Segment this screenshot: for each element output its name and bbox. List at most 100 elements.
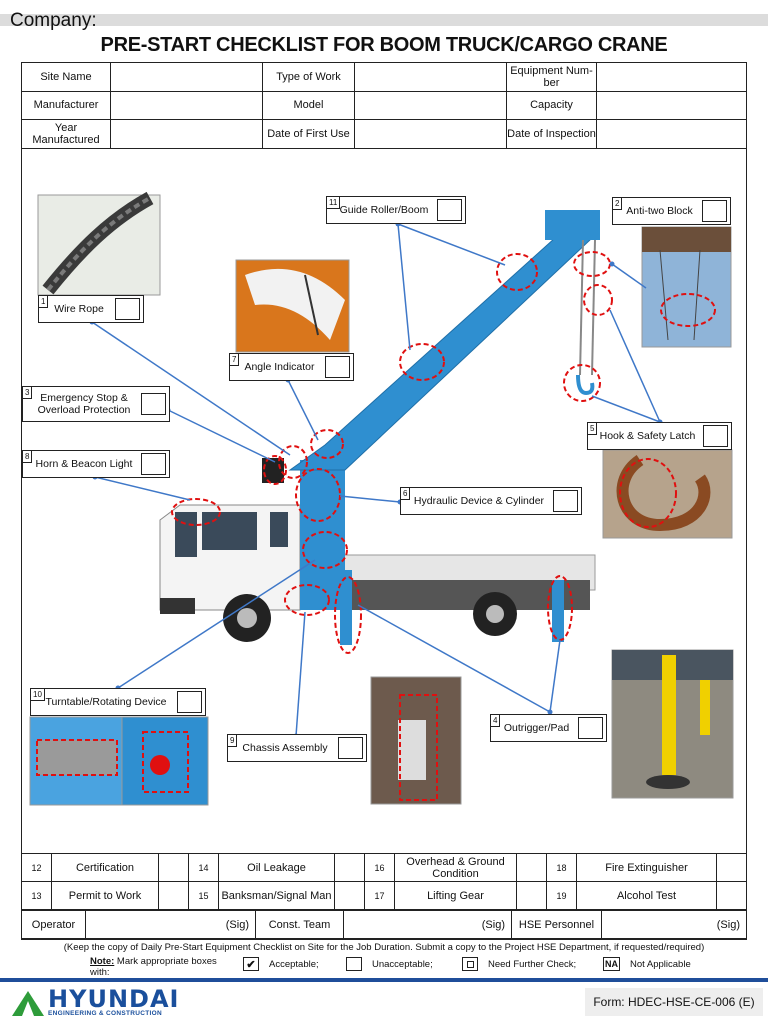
type-of-work-label: Type of Work (262, 62, 355, 92)
label-number: 11 (326, 196, 341, 209)
hydraulic-device-checkbox[interactable] (553, 490, 578, 512)
item-alcohol-test: Alcohol Test (576, 881, 717, 910)
company-label: Company: (10, 10, 97, 31)
truck-illustration (159, 210, 600, 645)
hyundai-logo: HYUNDAI ENGINEERING & CONSTRUCTION (10, 987, 179, 1017)
na-box-icon: NA (603, 957, 620, 971)
label-hydraulic-device: 6 Hydraulic Device & Cylinder (400, 487, 582, 515)
label-text: Guide Roller/Boom (339, 204, 429, 216)
note-bold: Note: (90, 956, 115, 967)
leader-lines (91, 223, 661, 737)
item-number: 17 (364, 881, 395, 910)
crane-diagram-area (22, 148, 746, 853)
label-guide-roller: 11 Guide Roller/Boom (326, 196, 466, 224)
empty-box-icon (346, 957, 362, 971)
item-fire-extinguisher: Fire Extinguisher (576, 853, 717, 882)
model-field[interactable] (354, 90, 507, 120)
fire-extinguisher-checkbox[interactable] (716, 853, 747, 882)
label-text: Turntable/Rotating Device (45, 696, 167, 708)
turntable-checkbox[interactable] (177, 691, 202, 713)
form-number: Form: HDEC-HSE-CE-006 (E) (585, 988, 763, 1016)
turntable-photo (29, 716, 209, 806)
item-number: 18 (546, 853, 577, 882)
chassis-photo (370, 676, 462, 805)
manufacturer-field[interactable] (110, 90, 263, 120)
alcohol-test-checkbox[interactable] (716, 881, 747, 910)
wire-rope-checkbox[interactable] (115, 298, 140, 320)
outrigger-checkbox[interactable] (578, 717, 603, 739)
date-inspection-field[interactable] (596, 119, 747, 149)
item-number: 16 (364, 853, 395, 882)
legend-acceptable: ✔ Acceptable; (243, 957, 319, 971)
label-anti-two-block: 2 Anti-two Block (612, 197, 731, 225)
label-text: Hook & Safety Latch (599, 430, 696, 442)
item-permit-to-work: Permit to Work (51, 881, 159, 910)
site-name-field[interactable] (110, 62, 263, 92)
banksman-checkbox[interactable] (334, 881, 365, 910)
legend-acceptable-text: Acceptable; (269, 958, 319, 970)
oil-leakage-checkbox[interactable] (334, 853, 365, 882)
label-number: 6 (400, 487, 411, 500)
label-wire-rope: 1 Wire Rope (38, 295, 144, 323)
label-text: Wire Rope (54, 303, 104, 315)
label-emergency-stop: 3 Emergency Stop & Overload Protection (22, 386, 170, 422)
logo-subtitle: ENGINEERING & CONSTRUCTION (48, 1010, 162, 1017)
additional-checklist-table: 12 Certification 14 Oil Leakage 16 Overh… (21, 853, 747, 910)
label-number: 2 (612, 197, 623, 210)
item-banksman: Banksman/Signal Man (218, 881, 335, 910)
overhead-ground-checkbox[interactable] (516, 853, 547, 882)
item-oil-leakage: Oil Leakage (218, 853, 335, 882)
year-manufactured-field[interactable] (110, 119, 263, 149)
permit-to-work-checkbox[interactable] (158, 881, 189, 910)
label-text: Hydraulic Device & Cylinder (413, 495, 545, 507)
legend-na-text: Not Applicable (630, 958, 691, 970)
chassis-assembly-checkbox[interactable] (338, 737, 363, 759)
label-chassis-assembly: 9 Chassis Assembly (227, 734, 367, 762)
label-turntable: 10 Turntable/Rotating Device (30, 688, 206, 716)
label-text: Emergency Stop & Overload Protection (37, 392, 131, 416)
leader-dots (89, 221, 663, 739)
hse-signature-field[interactable]: (Sig) (601, 910, 747, 940)
item-number: 13 (21, 881, 52, 910)
equipment-number-field[interactable] (596, 62, 747, 92)
label-angle-indicator: 7 Angle Indicator (229, 353, 354, 381)
angle-indicator-photo (235, 259, 350, 353)
emergency-stop-checkbox[interactable] (141, 393, 166, 415)
check-icon: ✔ (243, 957, 259, 971)
anti-two-block-photo (641, 226, 732, 348)
page-title: PRE-START CHECKLIST FOR BOOM TRUCK/CARGO… (100, 34, 668, 56)
label-number: 1 (38, 295, 49, 308)
const-team-label: Const. Team (255, 910, 344, 940)
certification-checkbox[interactable] (158, 853, 189, 882)
type-of-work-field[interactable] (354, 62, 507, 92)
item-number: 15 (188, 881, 219, 910)
operator-label: Operator (21, 910, 86, 940)
date-first-use-label: Date of First Use (262, 119, 355, 149)
keep-copy-note: (Keep the copy of Daily Pre-Start Equipm… (63, 942, 705, 953)
legend-further-check: Need Further Check; (462, 957, 576, 971)
wire-rope-photo (37, 191, 161, 296)
label-number: 4 (490, 714, 501, 727)
item-number: 14 (188, 853, 219, 882)
lifting-gear-checkbox[interactable] (516, 881, 547, 910)
label-hook-safety-latch: 5 Hook & Safety Latch (587, 422, 732, 450)
year-manufactured-label: Year Manufactured (21, 119, 111, 149)
footer-divider (0, 978, 768, 982)
label-number: 8 (22, 450, 33, 463)
label-text: Angle Indicator (244, 361, 315, 373)
anti-two-block-checkbox[interactable] (702, 200, 727, 222)
date-first-use-field[interactable] (354, 119, 507, 149)
signature-table: Operator (Sig) Const. Team (Sig) HSE Per… (21, 910, 747, 940)
horn-beacon-checkbox[interactable] (141, 453, 166, 475)
operator-signature-field[interactable]: (Sig) (85, 910, 256, 940)
label-number: 3 (22, 386, 33, 399)
angle-indicator-checkbox[interactable] (325, 356, 350, 378)
capacity-field[interactable] (596, 90, 747, 120)
item-overhead-ground: Overhead & Ground Condition (394, 853, 517, 882)
note-label: Note: Mark appropriate boxes with: (90, 956, 225, 978)
const-team-signature-field[interactable]: (Sig) (343, 910, 512, 940)
hse-personnel-label: HSE Personnel (511, 910, 602, 940)
label-number: 10 (30, 688, 45, 701)
hook-safety-latch-checkbox[interactable] (703, 425, 728, 447)
guide-roller-checkbox[interactable] (437, 199, 462, 221)
